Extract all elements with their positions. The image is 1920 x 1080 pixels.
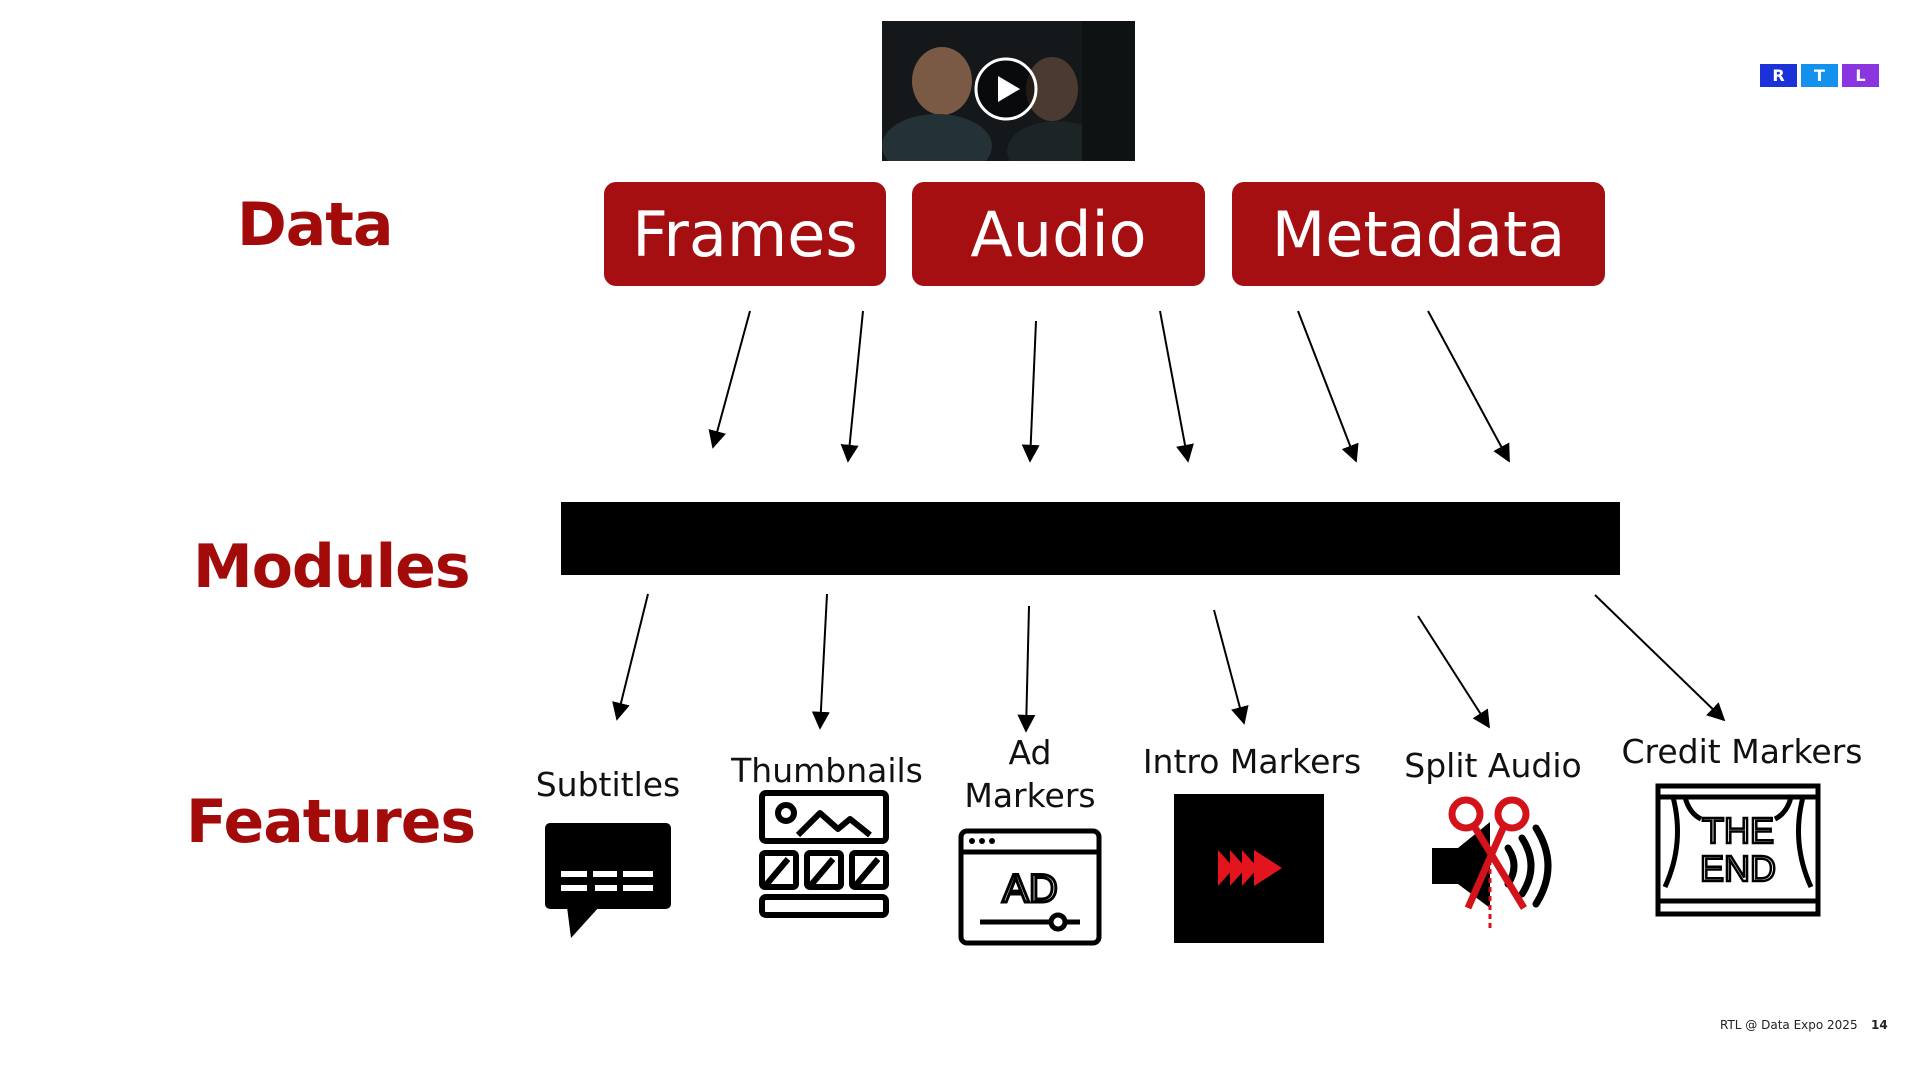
- arrow-intro-markers: [1213, 609, 1249, 725]
- data-box-audio: Audio: [912, 182, 1205, 286]
- video-thumbnail[interactable]: [882, 21, 1135, 161]
- split-audio-icon: [1432, 796, 1552, 928]
- feature-label-credit-markers: Credit Markers: [1621, 732, 1863, 771]
- arrow-metadata-2: [1427, 310, 1510, 463]
- arrow-audio-1: [1021, 320, 1040, 463]
- row-label-data: Data: [237, 190, 393, 260]
- page-number: 14: [1871, 1018, 1888, 1032]
- feature-label-split-audio: Split Audio: [1404, 746, 1582, 785]
- arrow-credit-markers: [1594, 594, 1726, 722]
- row-label-modules: Modules: [193, 532, 471, 602]
- ad-markers-icon: AD: [958, 828, 1102, 946]
- feature-label-thumbnails: Thumbnails: [731, 751, 923, 790]
- ad-icon-text: AD: [1002, 867, 1058, 911]
- arrow-metadata-1: [1297, 310, 1359, 463]
- arrow-split-audio: [1417, 615, 1490, 729]
- feature-label-subtitles: Subtitles: [535, 765, 681, 804]
- logo-letter-t: T: [1801, 64, 1838, 87]
- credit-icon-text-the: THE: [1702, 810, 1774, 851]
- arrow-thumbnails: [811, 593, 830, 730]
- credit-icon-text-end: END: [1700, 848, 1776, 889]
- subtitles-icon: [545, 823, 671, 938]
- row-label-features: Features: [186, 787, 476, 857]
- arrow-subtitles: [612, 593, 649, 721]
- arrow-frames-2: [840, 310, 864, 463]
- rtl-logo: R T L: [1760, 64, 1879, 87]
- logo-letter-l: L: [1842, 64, 1879, 87]
- credit-markers-icon: THE END: [1655, 783, 1821, 917]
- footer-text: RTL @ Data Expo 2025: [1720, 1018, 1858, 1032]
- modules-bar: [561, 502, 1620, 575]
- arrow-frames-1: [708, 310, 751, 449]
- feature-label-intro-markers: Intro Markers: [1142, 742, 1362, 781]
- arrow-audio-2: [1159, 310, 1194, 463]
- thumbnails-icon: [759, 790, 889, 918]
- data-box-metadata: Metadata: [1232, 182, 1605, 286]
- feature-label-ad-markers: Ad Markers: [964, 733, 1096, 815]
- arrow-ad-markers: [1017, 605, 1036, 733]
- intro-markers-icon: [1174, 794, 1324, 943]
- logo-letter-r: R: [1760, 64, 1797, 87]
- video-scene: [882, 21, 1135, 161]
- data-box-frames: Frames: [604, 182, 886, 286]
